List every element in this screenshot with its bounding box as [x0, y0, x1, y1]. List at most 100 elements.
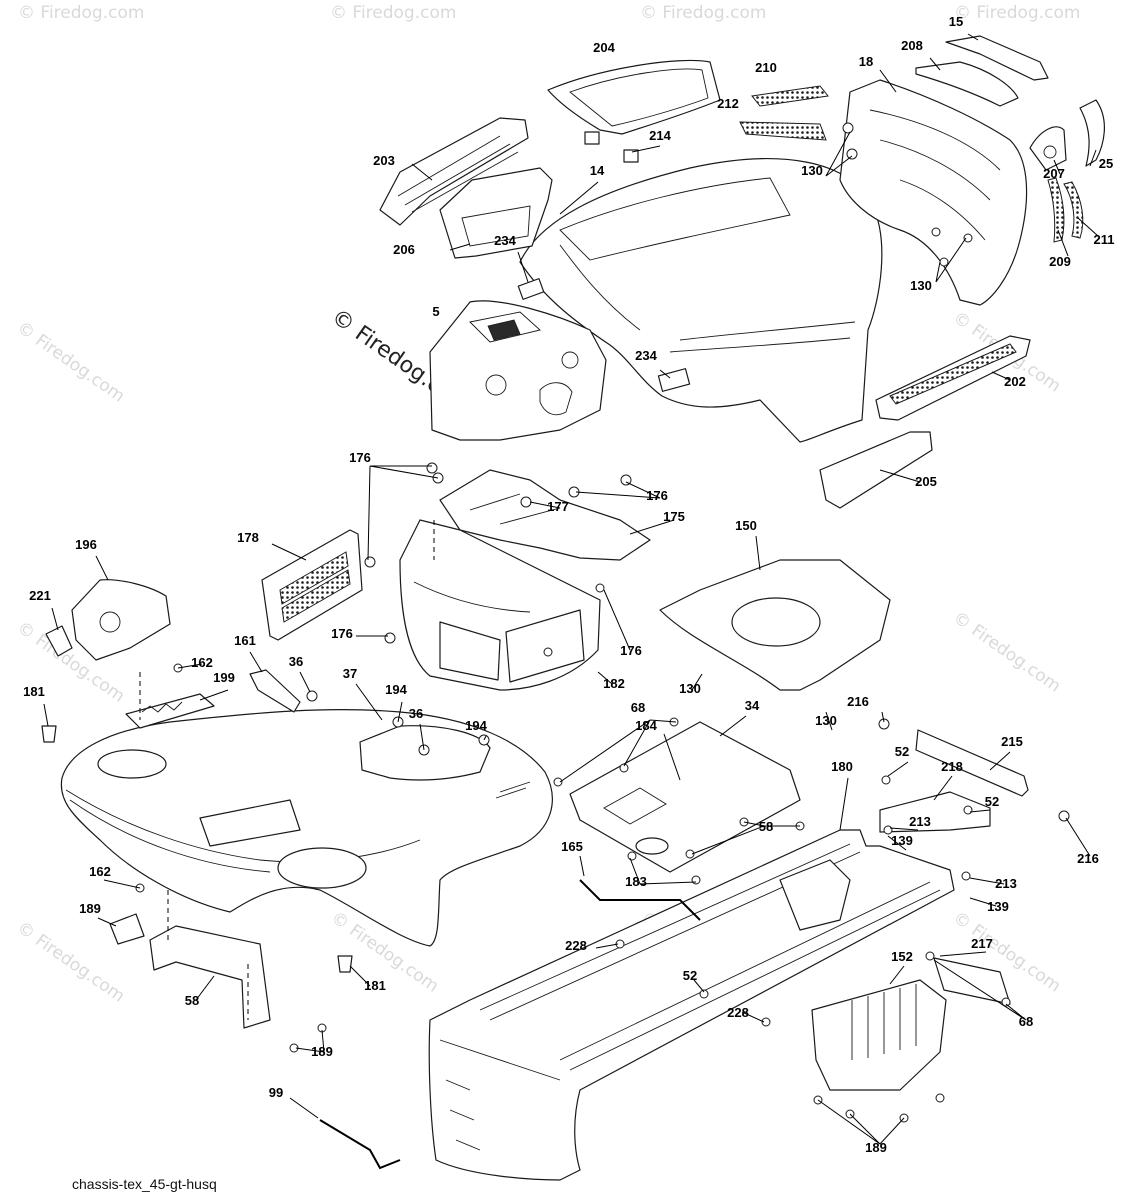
callout-p52c: 52 [683, 968, 697, 983]
plug-181 [41, 725, 57, 743]
callout-p68b: 68 [1019, 1014, 1033, 1029]
callout-p184: 184 [635, 718, 657, 733]
watermark: © Firedog.com [640, 3, 766, 23]
watermark: © Firedog.com [949, 608, 1064, 697]
fender-assembly [41, 579, 553, 1053]
callout-p207: 207 [1043, 166, 1065, 181]
clip-214 [584, 131, 600, 145]
callout-p194b: 194 [465, 718, 487, 733]
label-234 [517, 278, 545, 300]
dash-console-5 [429, 300, 607, 441]
callout-p18: 18 [859, 54, 873, 69]
watermark: © Firedog.com [13, 918, 128, 1007]
callout-p178: 178 [237, 530, 259, 545]
callout-p216b: 216 [1077, 851, 1099, 866]
callout-p99: 99 [269, 1085, 283, 1100]
callout-p189b: 189 [311, 1044, 333, 1059]
callout-p205: 205 [915, 474, 937, 489]
callout-p213b: 213 [995, 876, 1017, 891]
callout-p181b: 181 [364, 978, 386, 993]
callout-p209: 209 [1049, 254, 1071, 269]
callout-p208: 208 [901, 38, 923, 53]
callout-p213a: 213 [909, 814, 931, 829]
callout-p25: 25 [1099, 156, 1113, 171]
callout-p234a: 234 [494, 233, 516, 248]
callout-p216a: 216 [847, 694, 869, 709]
callout-p180: 180 [831, 759, 853, 774]
leader-lines [43, 33, 1099, 1145]
lower-panel-205 [819, 431, 933, 509]
callout-p139a: 139 [891, 833, 913, 848]
plate-34 [569, 721, 801, 873]
cover-25 [1079, 99, 1105, 167]
trim-208 [915, 61, 1019, 107]
shield-152 [811, 979, 947, 1091]
watermark: © Firedog.com [330, 3, 456, 23]
callout-p36a: 36 [289, 654, 303, 669]
bracket-215 [915, 729, 1029, 797]
watermark: © Firedog.com [954, 3, 1080, 23]
callout-p211: 211 [1094, 232, 1115, 247]
plate-217 [933, 957, 1011, 1005]
callout-p152: 152 [891, 949, 913, 964]
mesh-210 [751, 85, 829, 107]
callout-p176d: 176 [620, 643, 642, 658]
callout-p199: 199 [213, 670, 235, 685]
mesh-211 [1063, 181, 1084, 239]
callout-p194a: 194 [385, 682, 407, 697]
mesh-209 [1047, 177, 1065, 243]
callout-p189a: 189 [79, 901, 101, 916]
callout-p204: 204 [593, 40, 615, 55]
callout-p68a: 68 [631, 700, 645, 715]
watermark: © Firedog.com [13, 318, 128, 407]
callout-p189c: 189 [865, 1140, 887, 1155]
callout-p176a: 176 [349, 450, 371, 465]
callout-p210: 210 [755, 60, 777, 75]
callout-p202: 202 [1004, 374, 1026, 389]
callout-p175: 175 [663, 509, 685, 524]
callout-p176c: 176 [331, 626, 353, 641]
watermark: © Firedog.com [18, 3, 144, 23]
plug-181 [337, 955, 353, 973]
hood-14 [519, 158, 883, 443]
callout-p182: 182 [603, 676, 625, 691]
guide-199 [125, 693, 215, 729]
callout-p181a: 181 [23, 684, 45, 699]
callout-p130d: 130 [815, 713, 837, 728]
strip-15 [945, 35, 1049, 81]
front-nose-18 [839, 79, 1028, 306]
panel-206 [439, 167, 553, 259]
dash-assembly [261, 300, 651, 691]
diagram-caption: chassis-tex_45-gt-husq [72, 1176, 217, 1192]
headlight-207 [1029, 126, 1067, 171]
vent-cover-204 [547, 59, 721, 135]
callout-p162b: 162 [89, 864, 111, 879]
callout-p58a: 58 [759, 819, 773, 834]
cover-196 [71, 579, 171, 661]
bracket-58 [149, 925, 271, 1029]
callout-p52a: 52 [895, 744, 909, 759]
callout-p52b: 52 [985, 794, 999, 809]
callout-p36b: 36 [409, 706, 423, 721]
hood-assembly [379, 35, 1105, 509]
callout-p150: 150 [735, 518, 757, 533]
callout-p34: 34 [745, 698, 760, 713]
callout-p15: 15 [949, 14, 963, 29]
callout-p165: 165 [561, 839, 583, 854]
callout-p176b: 176 [646, 488, 668, 503]
callout-p228a: 228 [565, 938, 587, 953]
callout-p37: 37 [343, 666, 357, 681]
callout-p130c: 130 [679, 681, 701, 696]
pedal-161 [249, 669, 301, 713]
clip-214 [623, 149, 639, 163]
callout-p5: 5 [432, 304, 439, 319]
callout-p212: 212 [717, 96, 739, 111]
callout-p139b: 139 [987, 899, 1009, 914]
bracket-218 [879, 791, 991, 833]
callout-p162a: 162 [191, 655, 213, 670]
callout-p130b: 130 [910, 278, 932, 293]
callout-p215: 215 [1001, 734, 1023, 749]
callout-p177: 177 [547, 499, 569, 514]
